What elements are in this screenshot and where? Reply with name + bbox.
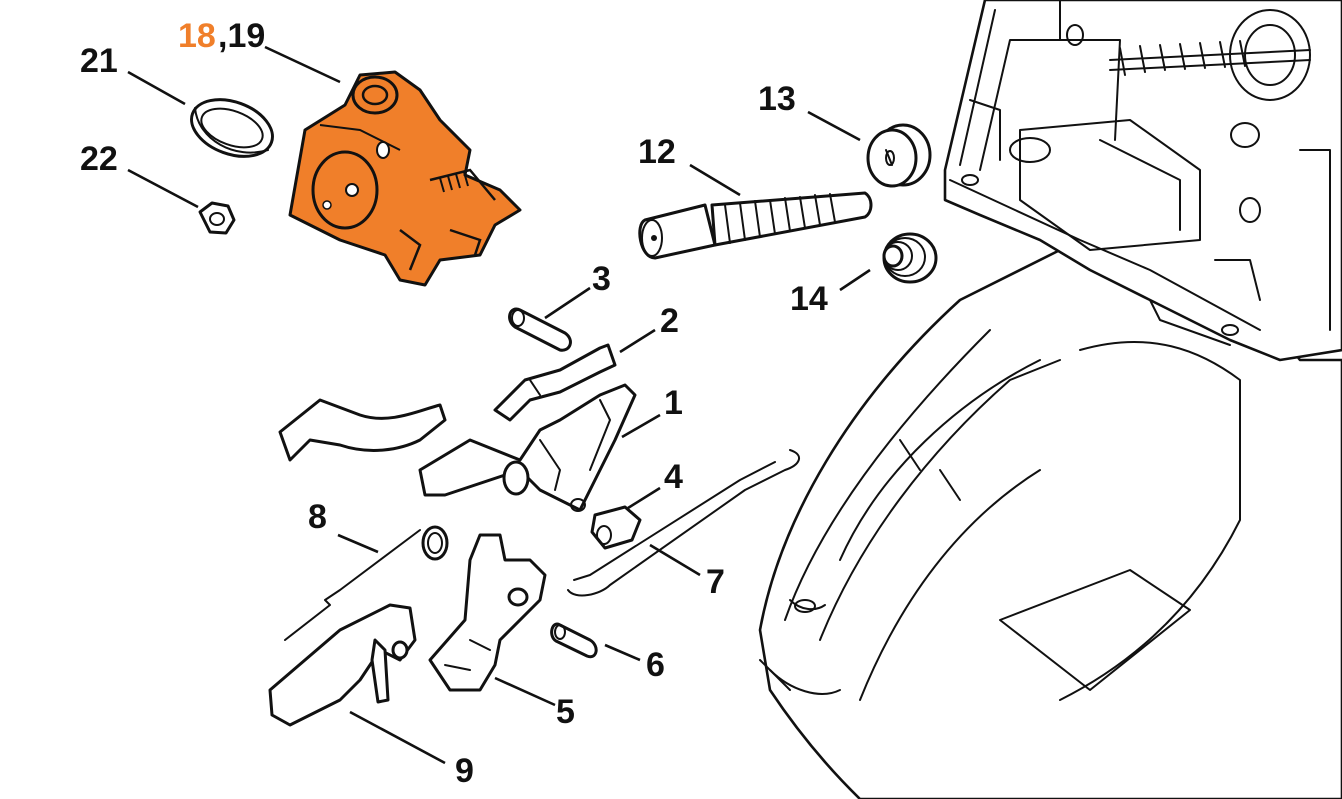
callout-19: ,19: [218, 17, 265, 55]
callout-1: 1: [664, 384, 683, 422]
leader-22: [127, 168, 199, 209]
tube-part-12: [638, 191, 873, 260]
leader-13: [807, 110, 861, 142]
callout-3: 3: [592, 260, 611, 298]
callout-12: 12: [638, 133, 676, 171]
block-part-4: [590, 505, 642, 550]
leader-2: [619, 328, 656, 354]
leader-6: [604, 643, 641, 662]
leader-7: [649, 543, 701, 577]
leader-5: [494, 676, 556, 707]
lever-part-2: [493, 343, 617, 422]
callout-6: 6: [646, 646, 665, 684]
intake-ring-part-21: [190, 98, 274, 158]
leader-9: [349, 710, 446, 765]
engine-block-housing: [943, 0, 1342, 362]
callout-5: 5: [556, 693, 575, 731]
callout-18: 18: [178, 17, 216, 55]
callout-22: 22: [80, 140, 118, 178]
leader-12: [689, 163, 741, 197]
grommet-part-14: [882, 232, 938, 284]
callout-21: 21: [80, 42, 118, 80]
nut-part-22: [198, 201, 236, 235]
leader-8: [337, 533, 379, 554]
callout-4: 4: [664, 458, 683, 496]
callout-13: 13: [758, 80, 796, 118]
pin-part-3: [508, 307, 572, 352]
lockout-part-9: [268, 603, 417, 727]
leader-14: [839, 268, 871, 292]
callout-7: 7: [706, 563, 725, 601]
callout-14: 14: [790, 280, 828, 318]
spring-part-8: [284, 525, 449, 641]
callout-2: 2: [660, 302, 679, 340]
leader-4: [627, 486, 661, 510]
leader-19: [264, 45, 341, 84]
throttle-trigger-part-1: [278, 383, 637, 512]
leader-21: [127, 70, 186, 106]
callout-8: 8: [308, 498, 327, 536]
carburetor-part-18-19: [288, 70, 522, 287]
leader-3: [544, 286, 591, 320]
callout-9: 9: [455, 752, 474, 790]
cap-part-13: [866, 123, 932, 188]
throttle-rod-part-7: [567, 449, 800, 597]
leader-1: [621, 413, 661, 439]
pin-part-6: [550, 622, 598, 659]
lever-part-5: [428, 533, 547, 692]
